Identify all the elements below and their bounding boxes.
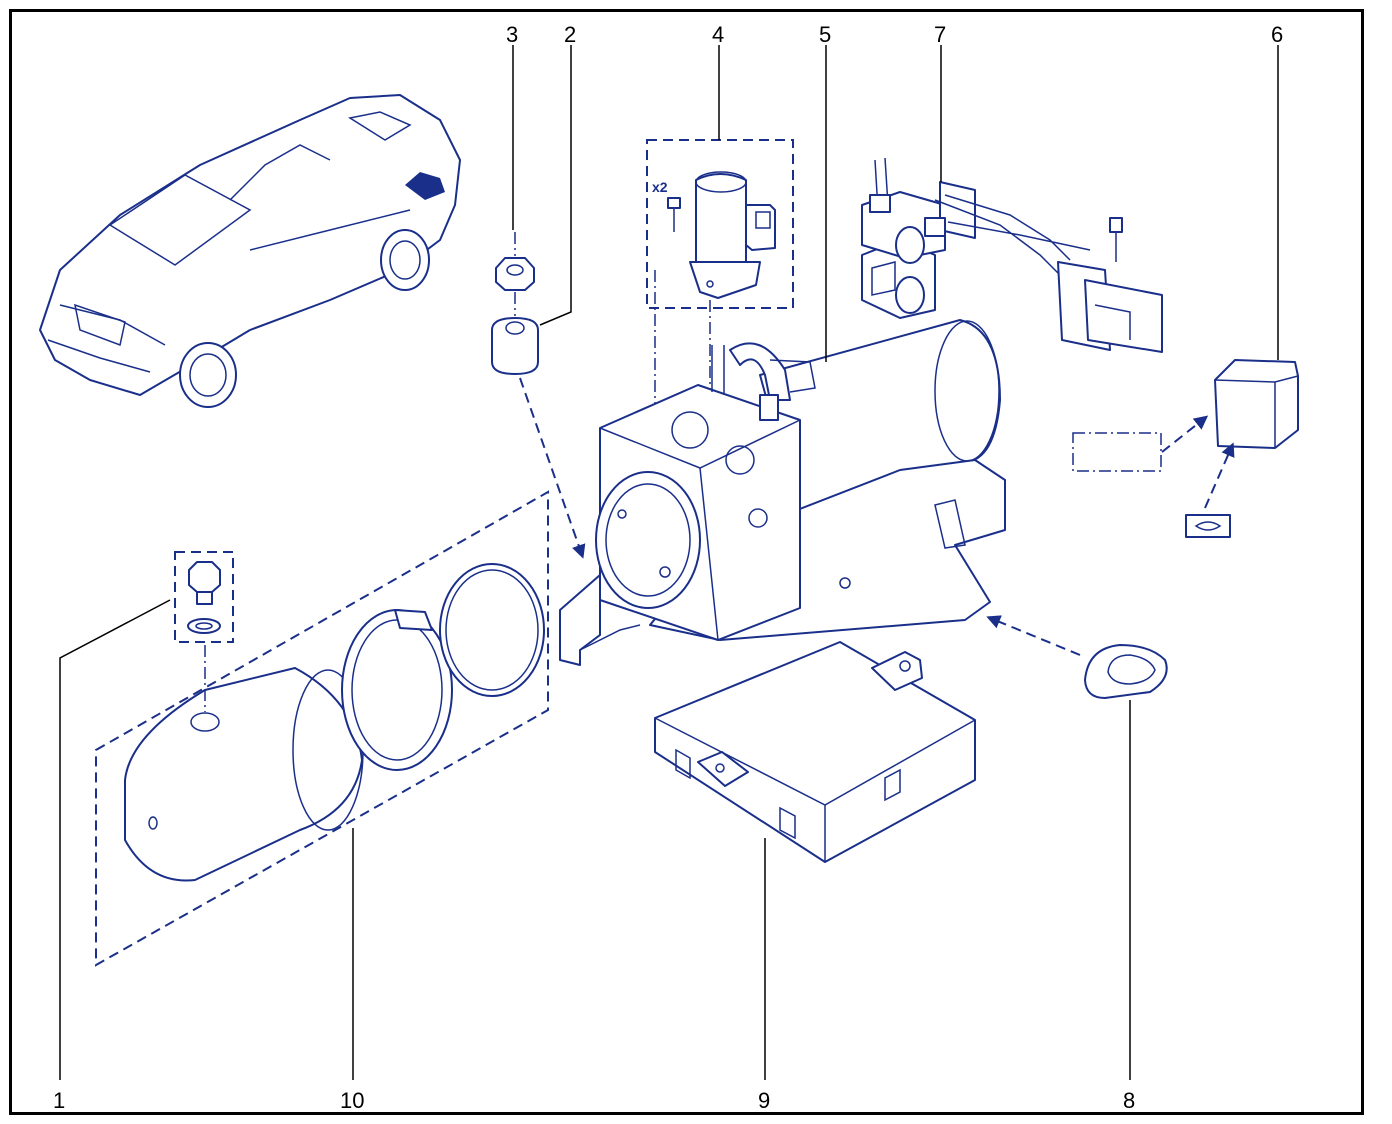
callout-7: 7 <box>934 22 946 47</box>
part-7-solenoid-valve-harness <box>861 157 1163 353</box>
part-9-control-module <box>654 641 976 863</box>
vehicle-illustration <box>39 94 461 408</box>
part-6-relay <box>1072 359 1299 538</box>
quantity-note: x2 <box>652 179 668 195</box>
part-5-hydraulic-pump <box>559 319 1006 666</box>
callout-numbers: 1 2 3 4 5 6 7 8 9 10 <box>53 22 1283 1113</box>
callout-10: 10 <box>340 1088 364 1113</box>
callout-4: 4 <box>712 22 724 47</box>
callout-8: 8 <box>1123 1088 1135 1113</box>
callout-1: 1 <box>53 1088 65 1113</box>
component-location-marker <box>405 172 445 200</box>
assembly-arrow-mount <box>519 377 586 559</box>
part-2-rubber-mount <box>491 292 539 375</box>
leader-2 <box>539 45 572 326</box>
part-10-reservoir-group <box>95 490 549 967</box>
leader-lines <box>59 45 1279 1080</box>
callout-2: 2 <box>564 22 576 47</box>
callout-9: 9 <box>758 1088 770 1113</box>
part-4-motor-group: x2 <box>646 139 794 309</box>
part-8-connector <box>986 615 1168 699</box>
part-3-nut <box>495 232 535 291</box>
leader-1 <box>59 599 171 1080</box>
callout-3: 3 <box>506 22 518 47</box>
callout-6: 6 <box>1271 22 1283 47</box>
callout-5: 5 <box>819 22 831 47</box>
